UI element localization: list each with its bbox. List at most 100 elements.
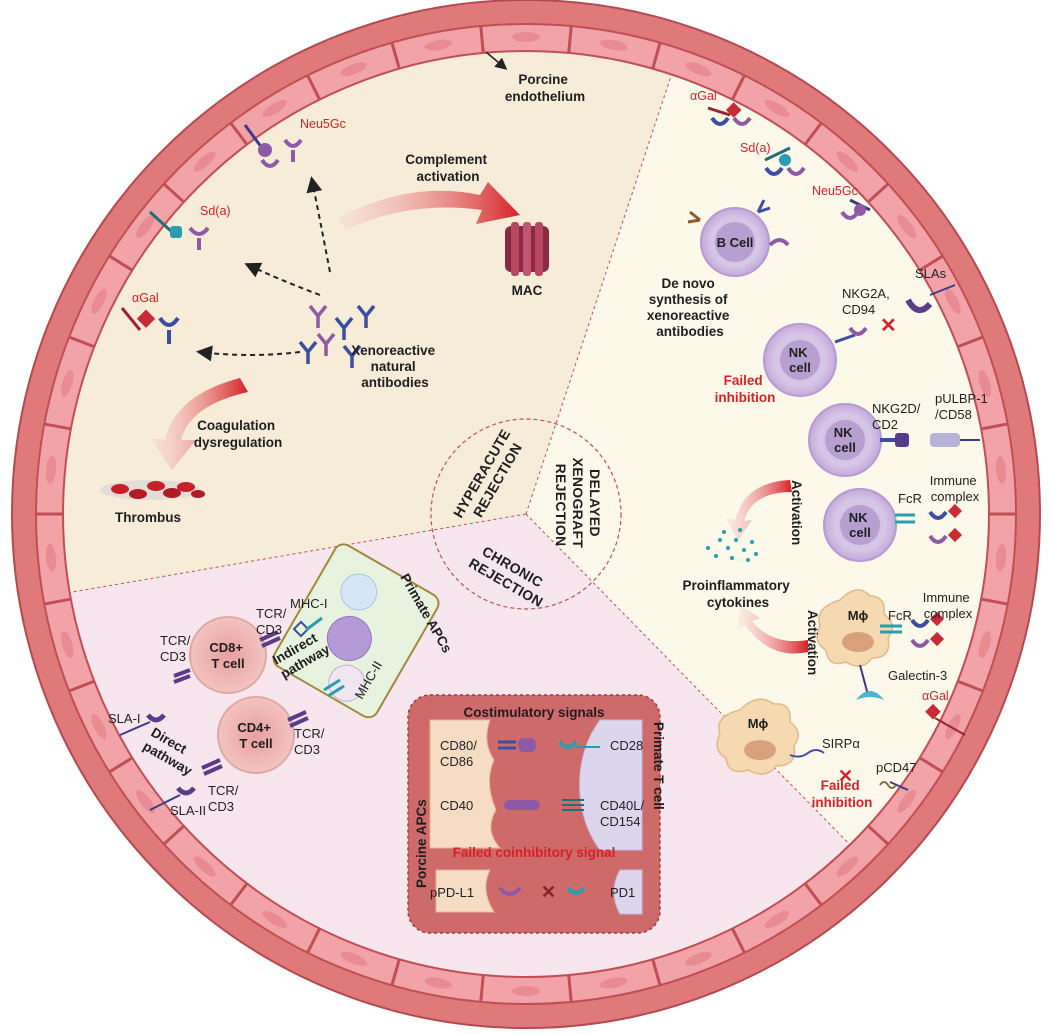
endothelial-cell-divider [68,335,95,349]
mphi-2-label: Mϕ [748,716,769,731]
endothelial-nucleus [995,544,1007,572]
cd40l-label: CD40L/ CD154 [600,798,648,829]
endothelial-nucleus [978,631,991,659]
endothelial-cell-divider [803,882,823,906]
delayed-agal-2-label: αGal [922,689,949,703]
galectin-agal-antigen [925,703,966,736]
mac-icon [505,222,549,276]
pulbp-label: pULBP-1 /CD58 [935,391,991,422]
pd1-label: PD1 [610,885,635,900]
galectin-label: Galectin-3 [888,668,947,683]
endothelial-cell-divider [306,74,321,101]
nk-cell-2 [808,403,980,477]
endothelial-nucleus [897,789,916,814]
primate-apcs-box [272,543,440,719]
coagulation-label: Coagulation dysregulation [194,418,283,450]
primate-t-cell-label: Primate T cell [651,722,666,810]
sla1-molecule [119,713,166,736]
tcr-cd3-3-label: TCR/ CD3 [294,726,328,757]
porcine-apcs-label: Porcine APCs [414,799,429,888]
delayed-neu5gc-antigen [840,198,871,220]
endothelial-nucleus [61,631,74,659]
endothelial-cell-divider [867,182,890,204]
endothelial-cell-divider [731,74,746,101]
tcr-cd3-4-label: TCR/ CD3 [208,783,242,814]
nk-cell-3-label: NK cell [849,510,871,540]
center-circle [430,418,622,610]
endothelial-cell-divider [390,958,401,986]
nk-cell-1 [763,323,868,397]
endothelial-nucleus [764,911,790,929]
endothelial-cell-divider [957,679,984,693]
costimulatory-box: Costimulatory signals CD80/ CD86 CD28 CD… [407,694,666,934]
mhc1-molecule [292,616,323,638]
endothelial-cell-divider [651,958,662,986]
mhc2-molecule [323,678,345,698]
b-cell-label: B Cell [717,235,754,250]
endothelial-nucleus [262,99,288,117]
cd8-label: CD8+ T cell [209,640,246,671]
failed-inhibition-1-label: Failed inhibition [715,373,776,405]
neu5gc-label: Neu5Gc [300,117,346,131]
activation-2-label: Activation [805,610,820,675]
endothelial-nucleus [340,62,367,77]
endothelial-cell-divider [68,679,95,693]
cytokine-dots [706,528,758,562]
delayed-agal-antigen [707,102,752,126]
cytokine-arrow-2 [737,605,808,654]
delayed-sda-label: Sd(a) [740,141,771,155]
nk-cell-1-label: NK cell [789,345,811,375]
proinflammatory-label: Proinflammatory cytokines [682,578,793,610]
tcr-cd3-1-label: TCR/ CD3 [256,606,290,637]
endothelial-cell-divider [162,824,185,846]
mhc1-label: MHC-I [290,596,328,611]
failed-coinhib-label: Failed coinhibitory signal [453,845,616,860]
endothelial-nucleus [136,789,155,814]
endothelial-cell-divider [957,335,984,349]
fcr-1-label: FcR [898,491,922,506]
endothelial-nucleus [599,39,628,51]
nkg2d-label: NKG2D/ CD2 [872,401,924,432]
endothelial-cell-divider [918,254,944,272]
endothelial-nucleus [91,713,107,740]
endothelial-nucleus [136,214,155,239]
endothelial-nucleus [836,856,859,877]
nk-cell-2-label: NK cell [834,425,856,455]
nkg2a-label: NKG2A, CD94 [842,286,893,317]
tcr-cd3-2-label: TCR/ CD3 [160,633,194,664]
endothelial-cell-divider [731,927,746,954]
thrombus-icon [100,480,205,500]
fcr-2-label: FcR [888,608,912,623]
endothelial-cell-divider [980,597,1008,606]
endothelial-nucleus [685,62,712,77]
endothelial-cell-divider [44,422,72,431]
failed-inhibition-2-label: Failed inhibition [812,778,873,810]
endothelial-nucleus [193,856,216,877]
sda-label: Sd(a) [200,204,231,218]
endothelial-cell-divider [162,182,185,204]
cytokine-arrow-1 [725,480,792,540]
endothelial-nucleus [45,544,57,572]
sla1-label: SLA-I [108,711,141,726]
endothelial-nucleus [995,456,1007,484]
sirpa-label: SIRPα [822,736,860,751]
endothelial-cell-divider [867,824,890,846]
endothelial-nucleus [685,951,712,966]
endothelial-nucleus [945,288,961,315]
endothelial-nucleus [599,977,628,989]
endothelial-nucleus [512,986,540,996]
sla2-molecule [149,786,196,811]
endothelial-nucleus [424,977,453,989]
delayed-panel: αGal Sd(a) Neu5Gc B Cell [647,89,991,810]
endothelial-cell-divider [918,756,944,774]
complement-label: Complement activation [405,152,491,184]
de-novo-label: De novo synthesis of xenoreactive antibo… [647,276,733,339]
endothelial-nucleus [897,214,916,239]
endothelial-cell-divider [229,122,249,146]
endothelial-nucleus [945,713,961,740]
xenoreactive-label: Xenoreactive natural antibodies [351,343,439,390]
endothelial-cell-divider [567,974,573,1003]
cd40-label: CD40 [440,798,473,813]
